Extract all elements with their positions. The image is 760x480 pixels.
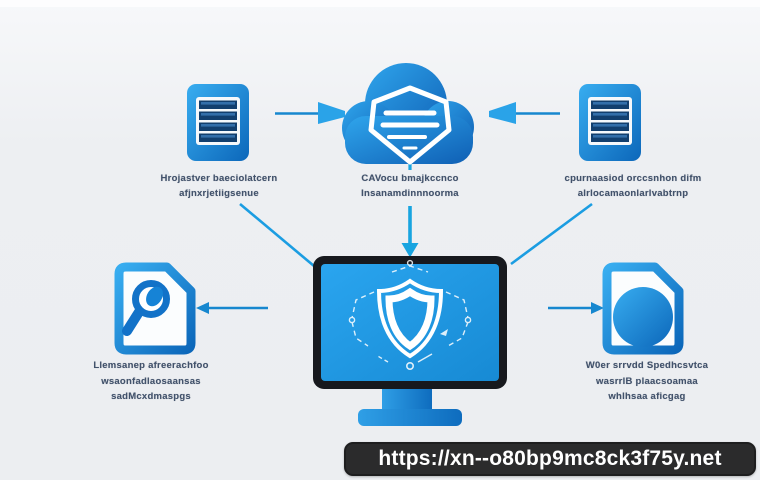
url-text: https://xn--o80bp9mc8ck3f75y.net bbox=[378, 447, 722, 470]
diagonal-left-line bbox=[239, 203, 315, 267]
security-shield-emblem bbox=[376, 278, 444, 359]
document-magnifier-icon bbox=[114, 262, 196, 355]
url-bar: https://xn--o80bp9mc8ck3f75y.net bbox=[344, 442, 756, 476]
label-doc-left: Llemsanep afreerachfoo wsaonfadlaosaansa… bbox=[93, 360, 209, 402]
magnifier-glass bbox=[122, 280, 170, 336]
document-circle-icon bbox=[602, 262, 684, 355]
circuit-decoration bbox=[348, 259, 472, 370]
server-database-icon-right bbox=[579, 84, 641, 161]
monitor-screen bbox=[321, 264, 499, 381]
label-server-right: cpurnaasiod orccsnhon difm alrlocamaonla… bbox=[564, 173, 702, 199]
monitor-security-shield-icon bbox=[313, 256, 507, 426]
arrow-to-doc-left bbox=[196, 302, 268, 314]
cloud-shield-icon bbox=[342, 63, 474, 165]
diagonal-right-line bbox=[510, 202, 593, 266]
arrow-left-to-cloud bbox=[275, 102, 345, 124]
server-database-icon-left bbox=[187, 84, 249, 161]
label-cloud: CAVocu bmajkccnco Insanamdinnnoorma bbox=[361, 173, 459, 199]
label-doc-right: W0er srrvdd Spedhcsvtca wasrrlB plaacsoa… bbox=[585, 360, 709, 402]
monitor-stand-base bbox=[358, 409, 462, 426]
arrow-right-to-cloud bbox=[489, 102, 560, 124]
arrow-to-doc-right bbox=[548, 302, 604, 314]
top-strip bbox=[0, 0, 760, 7]
label-server-left: Hrojastver baeciolatcern afjnxrjetiigsen… bbox=[160, 173, 278, 199]
